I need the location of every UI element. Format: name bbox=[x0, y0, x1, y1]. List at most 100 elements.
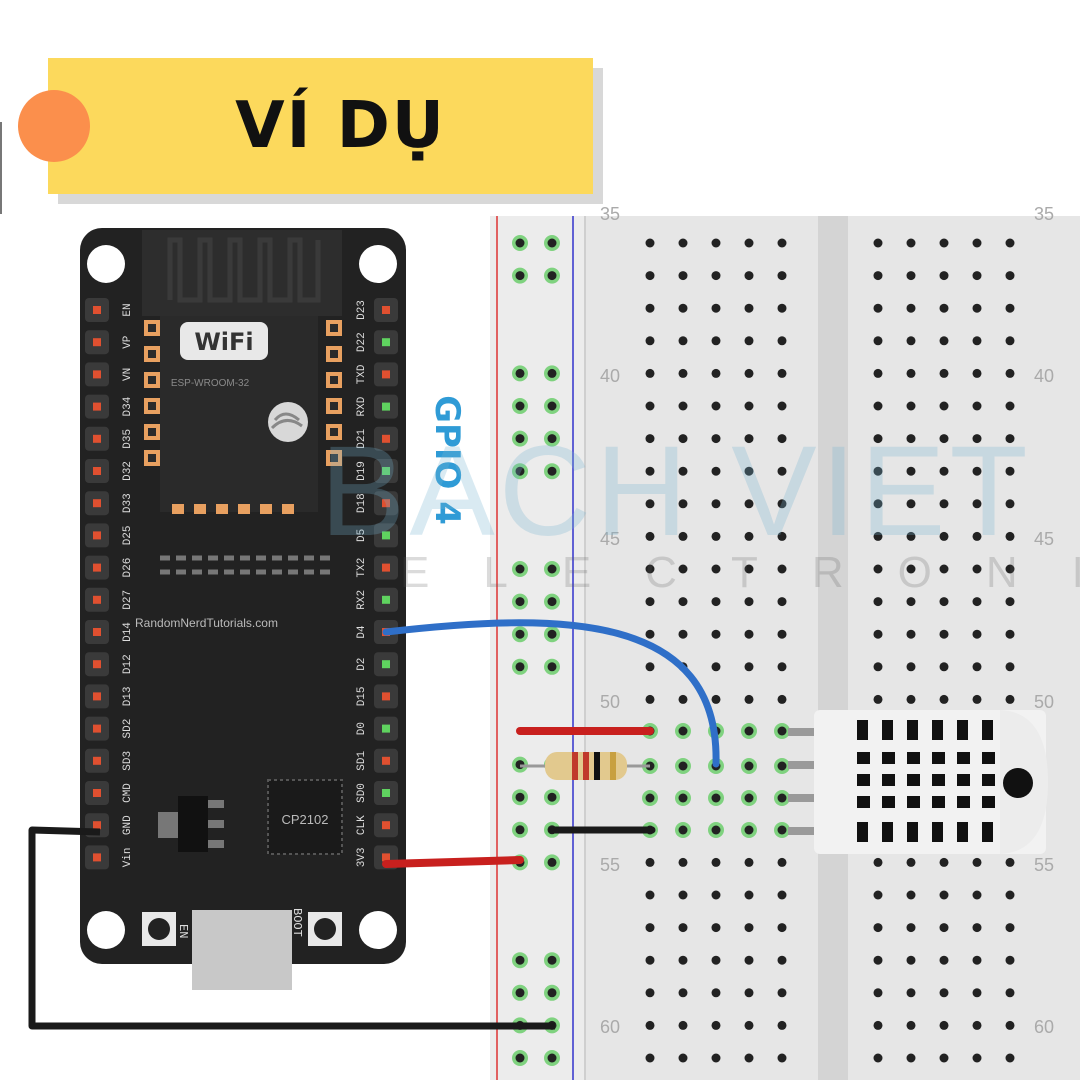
pin-label: CMD bbox=[122, 783, 134, 803]
pin-contact bbox=[93, 724, 101, 733]
breadboard-hole bbox=[906, 1020, 916, 1030]
breadboard-hole bbox=[744, 923, 754, 933]
breadboard-hole bbox=[939, 368, 949, 378]
row-number-50-left: 50 bbox=[600, 692, 620, 712]
rail-hole bbox=[515, 662, 525, 672]
rail-hole bbox=[515, 564, 525, 574]
breadboard-hole bbox=[777, 988, 787, 998]
breadboard-hole bbox=[645, 531, 655, 541]
pin-label: D13 bbox=[122, 686, 134, 706]
pin-contact bbox=[382, 531, 390, 540]
breadboard-hole bbox=[972, 988, 982, 998]
breadboard-hole bbox=[1005, 466, 1015, 476]
rail-hole bbox=[515, 238, 525, 248]
breadboard-hole bbox=[645, 238, 655, 248]
row-number-35-right: 35 bbox=[1034, 204, 1054, 224]
rail-hole bbox=[515, 825, 525, 835]
gpio-label: GPIO 4 bbox=[412, 385, 482, 535]
pin-label: D21 bbox=[356, 429, 368, 449]
pin-label: D27 bbox=[122, 590, 134, 610]
breadboard-hole bbox=[873, 857, 883, 867]
row-number-55-left: 55 bbox=[600, 855, 620, 875]
breadboard-hole bbox=[678, 694, 688, 704]
dht-sensor bbox=[788, 710, 1048, 854]
credit-text: RandomNerdTutorials.com bbox=[135, 616, 278, 630]
breadboard-hole bbox=[678, 401, 688, 411]
breadboard-center-channel bbox=[818, 216, 848, 1080]
dht-vent bbox=[857, 822, 868, 842]
breadboard-hole bbox=[873, 955, 883, 965]
module-pad-inner bbox=[330, 324, 338, 332]
pin-label: D5 bbox=[356, 529, 368, 542]
pin-contact bbox=[382, 402, 390, 411]
breadboard-hole bbox=[939, 499, 949, 509]
pin-contact bbox=[93, 628, 101, 636]
pin-label: TXD bbox=[356, 364, 368, 384]
breadboard-hole bbox=[873, 499, 883, 509]
breadboard-hole bbox=[873, 662, 883, 672]
breadboard-hole bbox=[1005, 890, 1015, 900]
breadboard-hole bbox=[678, 466, 688, 476]
breadboard-hole bbox=[678, 368, 688, 378]
dht-vent bbox=[882, 822, 893, 842]
breadboard-hole bbox=[873, 890, 883, 900]
breadboard-hole bbox=[972, 336, 982, 346]
pin-contact bbox=[382, 434, 390, 443]
module-pad-bottom bbox=[216, 504, 228, 514]
pin-label: SD1 bbox=[356, 751, 368, 771]
module-pad-inner bbox=[330, 454, 338, 462]
pin-label: D19 bbox=[356, 461, 368, 481]
breadboard-hole bbox=[873, 336, 883, 346]
antenna-trace bbox=[167, 237, 321, 303]
rail-hole bbox=[515, 271, 525, 281]
breadboard-hole bbox=[678, 271, 688, 281]
pin-contact bbox=[93, 563, 101, 572]
breadboard-hole bbox=[1005, 629, 1015, 639]
breadboard-hole bbox=[711, 271, 721, 281]
module-pad-bottom bbox=[238, 504, 250, 514]
breadboard-hole bbox=[744, 401, 754, 411]
rail-hole bbox=[547, 857, 557, 867]
breadboard-hole bbox=[645, 499, 655, 509]
active-hole bbox=[777, 726, 787, 736]
breadboard-hole bbox=[972, 955, 982, 965]
row-number-60-right: 60 bbox=[1034, 1017, 1054, 1037]
breadboard-hole bbox=[777, 531, 787, 541]
breadboard-hole bbox=[939, 466, 949, 476]
pin-label: D18 bbox=[356, 493, 368, 513]
banner-title: VÍ DỤ bbox=[235, 89, 446, 163]
breadboard-hole bbox=[645, 629, 655, 639]
breadboard-hole bbox=[972, 466, 982, 476]
breadboard-hole bbox=[873, 629, 883, 639]
breadboard-hole bbox=[939, 303, 949, 313]
breadboard-hole bbox=[711, 955, 721, 965]
breadboard-hole bbox=[777, 336, 787, 346]
rail-hole bbox=[515, 368, 525, 378]
dht-vent bbox=[857, 752, 870, 764]
dht-vent bbox=[882, 752, 895, 764]
breadboard-hole bbox=[906, 923, 916, 933]
left-pin-header: ENVPVND34D35D32D33D25D26D27D14D12D13SD2S… bbox=[85, 298, 134, 870]
breadboard-hole bbox=[873, 1020, 883, 1030]
breadboard-hole bbox=[744, 597, 754, 607]
usb-port bbox=[192, 910, 292, 990]
breadboard-hole bbox=[645, 401, 655, 411]
pin-label: D12 bbox=[122, 654, 134, 674]
mount-hole-top-left bbox=[87, 245, 125, 283]
pin-label: D2 bbox=[356, 658, 368, 671]
breadboard-row-numbers: 35 35 40 40 45 45 50 50 55 55 60 60 bbox=[600, 204, 1054, 1037]
frame-bracket bbox=[0, 122, 2, 214]
vcc-wire bbox=[382, 856, 524, 868]
module-pad-inner bbox=[330, 402, 338, 410]
breadboard-hole bbox=[678, 1053, 688, 1063]
rail-hole bbox=[515, 597, 525, 607]
breadboard-hole bbox=[777, 434, 787, 444]
rail-hole bbox=[547, 564, 557, 574]
row-number-60-left: 60 bbox=[600, 1017, 620, 1037]
pin-contact bbox=[382, 499, 390, 508]
pin-contact bbox=[382, 821, 390, 830]
pin-contact bbox=[382, 724, 390, 733]
breadboard-hole bbox=[744, 466, 754, 476]
breadboard-hole bbox=[777, 923, 787, 933]
